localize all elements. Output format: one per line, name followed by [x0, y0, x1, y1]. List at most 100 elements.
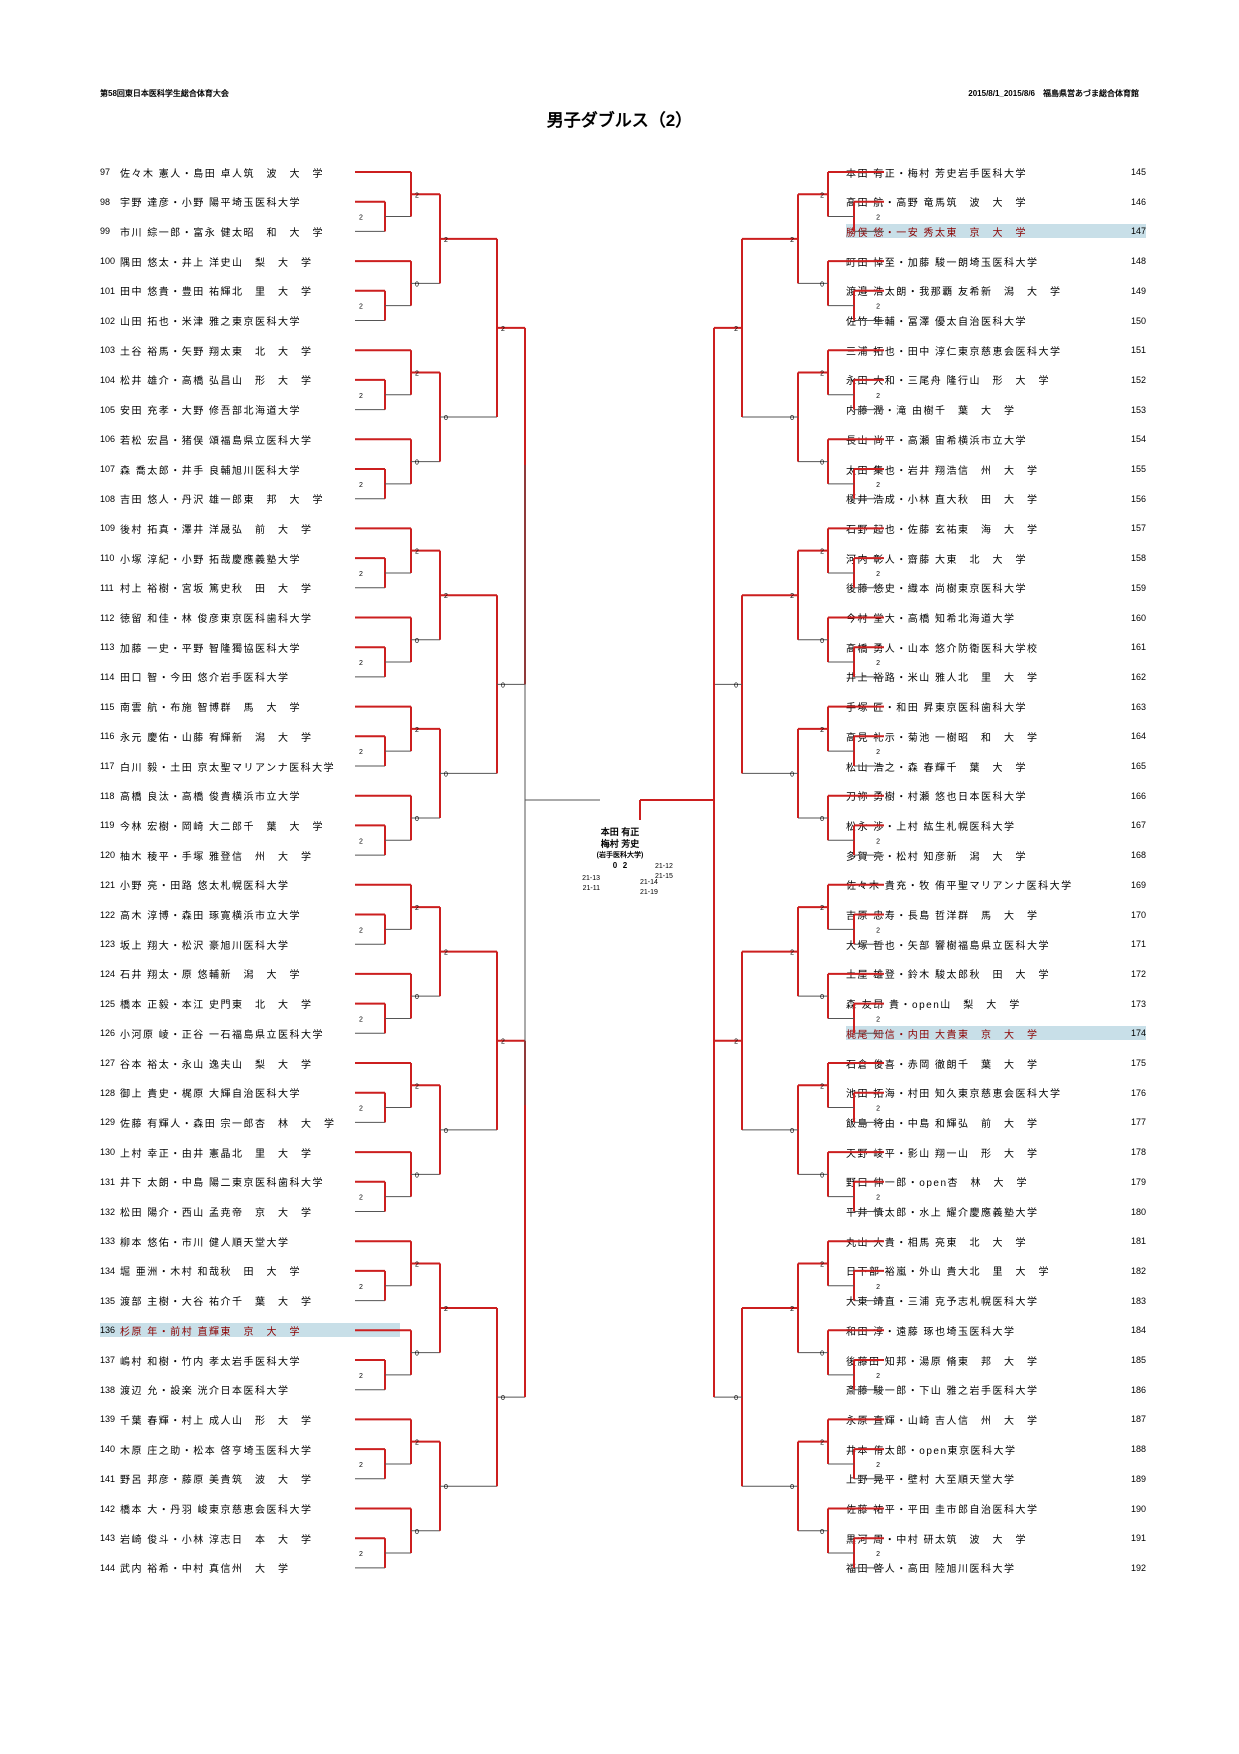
- champion-box: 本田 有正 梅村 芳史 (岩手医科大学): [585, 826, 655, 862]
- bracket-label: 0: [415, 281, 419, 288]
- bracket-label: 2: [444, 950, 448, 957]
- entry-number: 177: [1130, 1117, 1146, 1128]
- entry-name: 丸山 大貴・相馬 亮東 北 大 学: [846, 1237, 1028, 1249]
- entry-number: 126: [100, 1028, 116, 1039]
- bracket-label: 2: [359, 1462, 363, 1469]
- bracket-label: 2: [415, 370, 419, 377]
- entry-number: 150: [1130, 315, 1146, 326]
- bracket-label: 2: [359, 1195, 363, 1202]
- entry-name: 町田 悼至・加藤 駿一朗埼玉医科大学: [846, 257, 1039, 269]
- entry-number: 130: [100, 1147, 116, 1158]
- bracket-label: 2: [415, 192, 419, 199]
- entry-name: 堀 亜洲・木村 和哉秋 田 大 学: [120, 1267, 302, 1279]
- bracket-label: 2: [359, 660, 363, 667]
- bracket-label: 2: [876, 1195, 880, 1202]
- entry-name: 梶尾 知信・内田 大貴東 京 大 学: [846, 1029, 1039, 1041]
- entry-name: 斎藤 駿一郎・下山 雅之岩手医科大学: [846, 1386, 1039, 1398]
- bracket-label: 2: [415, 549, 419, 556]
- entry-number: 141: [100, 1473, 116, 1484]
- entry-name: 柳本 悠佑・市川 健人順天堂大学: [120, 1237, 290, 1249]
- entry-number: 172: [1130, 968, 1146, 979]
- entry-name: 坂上 翔大・松沢 豪旭川医科大学: [120, 940, 290, 952]
- entry-number: 162: [1130, 671, 1146, 682]
- bracket-label: 2: [359, 1373, 363, 1380]
- entry-name: 後村 拓真・澤井 洋晟弘 前 大 学: [120, 524, 313, 536]
- entry-number: 124: [100, 968, 116, 979]
- entry-number: 143: [100, 1533, 116, 1544]
- bracket-label: 2: [444, 1306, 448, 1313]
- entry-number: 160: [1130, 612, 1146, 623]
- entry-number: 171: [1130, 939, 1146, 950]
- entry-number: 125: [100, 998, 116, 1009]
- entry-name: 大東 靖直・三浦 克予志札幌医科大学: [846, 1297, 1039, 1309]
- bracket-label: 2: [820, 370, 824, 377]
- entry-name: 市川 綜一郎・富永 健太昭 和 大 学: [120, 227, 325, 239]
- entry-name: 本田 有正・梅村 芳史岩手医科大学: [846, 168, 1028, 180]
- bracket-label: 2: [820, 192, 824, 199]
- entry-number: 191: [1130, 1533, 1146, 1544]
- entry-row: 101 田中 悠貴・豊田 祐輝北 里 大 学: [100, 284, 400, 299]
- bracket-label: 2: [876, 927, 880, 934]
- entry-name: 渡部 主樹・大谷 祐介千 葉 大 学: [120, 1297, 313, 1309]
- entry-number: 178: [1130, 1147, 1146, 1158]
- entry-name: 吉田 悠人・丹沢 雄一郎東 邦 大 学: [120, 495, 325, 507]
- entry-name: 土谷 裕馬・矢野 翔太東 北 大 学: [120, 346, 313, 358]
- entry-number: 119: [100, 820, 115, 831]
- entry-number: 100: [100, 256, 116, 267]
- bracket-label: 2: [876, 1373, 880, 1380]
- bracket-label: 0: [444, 415, 448, 422]
- entry-name: 渡辺 允・設楽 洸介日本医科大学: [120, 1386, 290, 1398]
- bracket-label: 2: [359, 482, 363, 489]
- entry-name: 田中 悠貴・豊田 祐輝北 里 大 学: [120, 287, 313, 299]
- entry-number: 113: [100, 642, 115, 653]
- entry-number: 164: [1130, 731, 1146, 742]
- entry-number: 163: [1130, 701, 1146, 712]
- entry-name: 和田 淳・遠藤 琢也埼玉医科大学: [846, 1326, 1016, 1338]
- entry-name: 松永 渉・上村 紘生札幌医科大学: [846, 821, 1016, 833]
- entry-number: 132: [100, 1206, 116, 1217]
- entry-name: 平井 慎太郎・水上 耀介慶應義塾大学: [846, 1208, 1039, 1219]
- entry-number: 120: [100, 850, 116, 861]
- entry-name: 石野 起也・佐藤 玄祐東 海 大 学: [846, 524, 1039, 536]
- entry-number: 153: [1130, 404, 1146, 415]
- entry-name: 多賀 亮・松村 知彦新 潟 大 学: [846, 851, 1028, 863]
- bracket-label: 0: [444, 1128, 448, 1135]
- entry-number: 146: [1130, 196, 1146, 207]
- entry-name: 永田 大和・三尾舟 隆行山 形 大 学: [846, 376, 1051, 388]
- bracket-label: 21-14: [640, 879, 658, 886]
- entry-number: 167: [1130, 820, 1146, 831]
- entry-number: 108: [100, 493, 116, 504]
- bracket-label: 2: [876, 571, 880, 578]
- entry-number: 107: [100, 464, 116, 474]
- bracket-label: 2: [415, 1261, 419, 1268]
- entry-name: 上野 晃平・壁村 大至順天堂大学: [846, 1475, 1016, 1487]
- entry-number: 155: [1130, 464, 1146, 474]
- entry-number: 115: [100, 701, 115, 712]
- entry-number: 101: [100, 285, 116, 296]
- bracket-label: 2: [359, 571, 363, 578]
